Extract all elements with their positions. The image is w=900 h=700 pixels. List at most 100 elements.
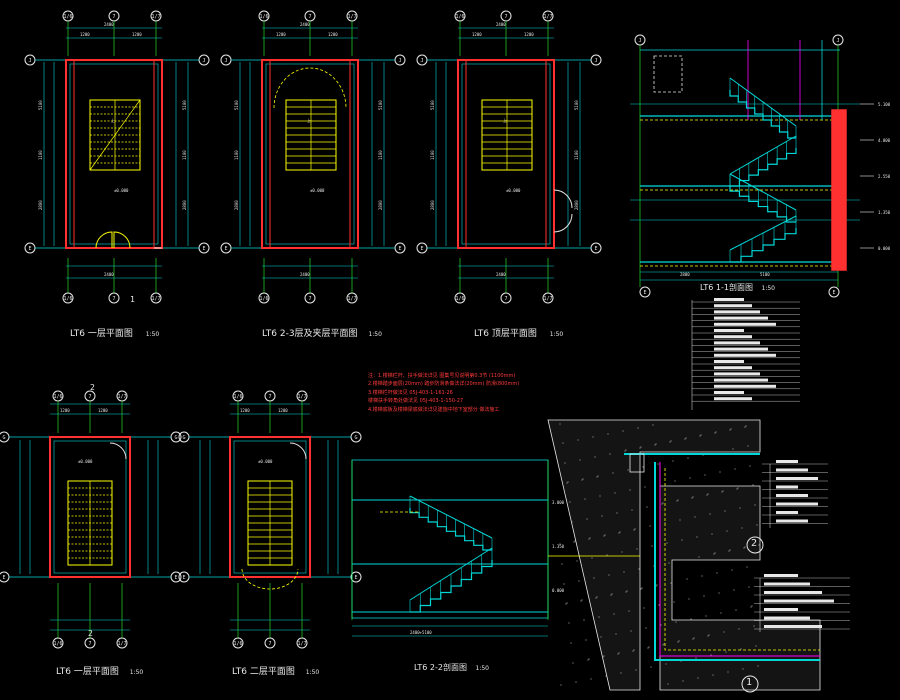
axis-bubble-bottom-label: 1/7 (543, 296, 552, 302)
stair-arrow-text: 上 (111, 117, 115, 123)
legend-text-bar (714, 304, 752, 308)
hatch-dot (586, 518, 588, 520)
axis-bubble-row-label: J (420, 58, 423, 64)
hatch-dot (678, 640, 680, 642)
note-line: 4.楼梯底板及楼梯梁底做法详见建施中地下室部分 做法施工 (368, 406, 500, 413)
column (545, 59, 555, 249)
hatch-dot (700, 434, 702, 436)
hatch-dot (754, 504, 756, 506)
axis-bubble-row-label: J (224, 58, 227, 64)
axis-bubble-label: J (638, 38, 641, 44)
dim-text: 2800 (234, 200, 239, 210)
dim-text: 2400 (104, 22, 114, 27)
axis-bubble-top-label: 1/6 (455, 14, 464, 20)
hatch-dot (712, 674, 714, 676)
axis-bubble-row-label: G (174, 435, 177, 441)
hatch-dot (670, 440, 672, 442)
legend-text-bar (714, 316, 768, 320)
section-mark: 1 (130, 295, 135, 304)
plan-2-title: LT6 2-3层及夹层平面图 1:50 (262, 326, 382, 339)
hatch-dot (582, 478, 584, 480)
hatch-dot (656, 584, 658, 586)
hatch-dot (720, 612, 722, 614)
hatch-dot (651, 545, 653, 547)
dim-text: 2800 (182, 200, 187, 210)
legend-text-bar (714, 341, 760, 345)
hatch-dot (605, 675, 607, 677)
axis-bubble-top-label: 1/6 (233, 394, 242, 400)
hatch-dot (575, 681, 577, 683)
stair-break-line (89, 99, 141, 171)
hatch-dot (692, 638, 694, 640)
hatch-dot (733, 589, 735, 591)
dim-text: 5100 (378, 100, 383, 110)
axis-bubble-top-label: 1/6 (259, 14, 268, 20)
hatch-dot (578, 580, 580, 582)
hatch-dot (662, 502, 664, 504)
hatch-dot (694, 516, 696, 518)
legend-text-bar (714, 378, 768, 382)
membrane-layer (659, 462, 820, 657)
hatch-dot (574, 540, 576, 542)
legend-text-bar (714, 298, 744, 301)
hatch-dot (652, 424, 654, 426)
hatch-dot (732, 448, 734, 450)
level-mark: ±0.000 (310, 188, 325, 193)
plan-3-scale: 1:50 (549, 331, 564, 338)
hatch-dot (566, 602, 568, 604)
level-mark: 2.550 (878, 174, 891, 179)
note-line: 2.楼梯踏步面层(20mm) 踏步防滑条做法详(20mm) 防滑(800mm) (368, 381, 520, 388)
hatch-dot (563, 583, 565, 585)
hatch-dot (682, 680, 684, 682)
hatch-dot (729, 429, 731, 431)
dim-text: 2800 (378, 200, 383, 210)
hatch-dot (572, 662, 574, 664)
hatch-dot (721, 491, 723, 493)
hatch-dot (647, 647, 649, 649)
general-notes: 注：1.楼梯栏杆、扶手做法详见 图集号见说明第0.3节 (1100mm) 2.楼… (368, 372, 558, 414)
hatch-dot (707, 635, 709, 637)
hatch-dot (618, 652, 620, 654)
axis-bubble-top-label: 1/7 (543, 14, 552, 20)
axis-bubble-top-label: 7 (112, 14, 115, 20)
section-2-scale: 1:50 (475, 665, 489, 672)
dim-text: 5100 (760, 272, 770, 277)
axis-bubble-bottom-label: 7 (88, 641, 91, 647)
axis-bubble-row-label: E (398, 246, 401, 252)
hatch-dot (631, 509, 633, 511)
hatch-dot (691, 497, 693, 499)
hatch-dot (648, 646, 650, 648)
axis-bubble-bottom-label: 1/7 (297, 641, 306, 647)
hatch-dot (646, 506, 648, 508)
hatch-dot (596, 596, 598, 598)
hatch-dot (612, 472, 614, 474)
hatch-dot (665, 663, 667, 665)
hatch-dot (644, 486, 646, 488)
note-line: 3.楼梯栏杆做法见 05J-403-1-161-26 (368, 389, 453, 396)
stair-arrow-text: 上 (307, 117, 311, 123)
hatch-dot (565, 603, 567, 605)
hatch-dot (747, 445, 749, 447)
drain-detail (629, 453, 645, 473)
level-mark: 1.350 (552, 544, 565, 549)
legend-text-bar (714, 353, 776, 357)
level-mark: ±0.000 (114, 188, 129, 193)
hatch-dot (693, 637, 695, 639)
axis-bubble-label: J (836, 38, 839, 44)
hatch-dot (610, 594, 612, 596)
level-mark: 1.350 (878, 210, 891, 215)
hatch-dot (592, 436, 594, 438)
hatch-dot (724, 510, 726, 512)
column (457, 59, 467, 249)
hatch-dot (661, 503, 663, 505)
hatch-dot (655, 443, 657, 445)
level-mark: 5.100 (878, 102, 891, 107)
wall-inner (53, 440, 127, 574)
axis-bubble-label: E (832, 290, 835, 296)
hatch-dot (594, 456, 596, 458)
hatch-dot (633, 529, 635, 531)
hatch-dot (562, 442, 564, 444)
hatch-dot (692, 496, 694, 498)
hatch-dot (636, 548, 638, 550)
hatch-dot (701, 575, 703, 577)
